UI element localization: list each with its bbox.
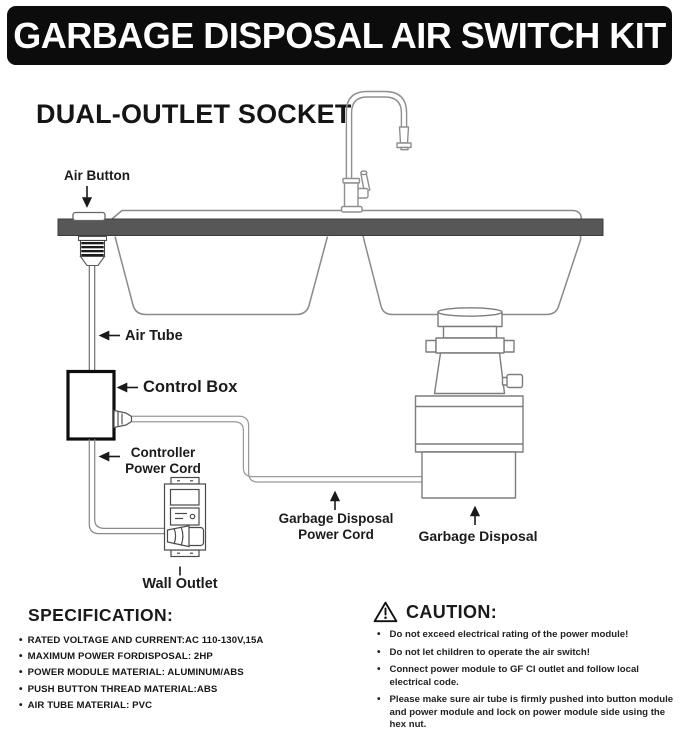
label-wall-outlet: Wall Outlet xyxy=(142,576,218,592)
bullet-icon: • xyxy=(377,664,381,676)
warning-triangle-icon xyxy=(373,601,398,623)
wall-outlet xyxy=(163,476,207,558)
specification-list: • RATED VOLTAGE AND CURRENT:AC 110-130V,1… xyxy=(16,633,352,714)
spec-item: • RATED VOLTAGE AND CURRENT:AC 110-130V,1… xyxy=(19,633,352,649)
caution-item: • Please make sure air tube is firmly pus… xyxy=(377,694,678,731)
countertop xyxy=(57,218,604,236)
left-arrow-icon xyxy=(98,330,120,341)
specification-title: SPECIFICATION: xyxy=(28,605,174,625)
label-control-box: Control Box xyxy=(143,378,238,396)
faucet xyxy=(340,90,412,213)
label-disposal-power-cord: Garbage Disposal Power Cord xyxy=(278,511,394,542)
caution-list: • Do not exceed electrical rating of the … xyxy=(356,629,678,731)
controller-power-cord xyxy=(88,439,167,535)
caution-item: • Do not let children to operate the air … xyxy=(377,647,678,659)
spec-item-text: MAXIMUM POWER FORDISPOSAL: 2HP xyxy=(27,651,213,663)
diagram-canvas xyxy=(57,90,604,576)
caution-title-row: CAUTION: xyxy=(373,601,678,623)
disposal-power-cord xyxy=(132,415,423,483)
label-controller-power-cord: Controller Power Cord xyxy=(125,445,201,476)
bullet-icon: • xyxy=(19,667,23,679)
bullet-icon: • xyxy=(377,694,381,706)
air-button-mount xyxy=(77,235,108,267)
caution-item-text: Do not let children to operate the air s… xyxy=(389,646,590,658)
label-air-button: Air Button xyxy=(64,168,130,183)
air-tube xyxy=(88,265,96,371)
spec-item-text: AIR TUBE MATERIAL: PVC xyxy=(27,699,153,711)
header-banner: GARBAGE DISPOSAL AIR SWITCH KIT xyxy=(7,6,672,65)
caution-item-text: Connect power module to GF CI outlet and… xyxy=(389,664,639,688)
caution-item-text: Do not exceed electrical rating of the p… xyxy=(389,629,629,640)
caution-title: CAUTION: xyxy=(406,601,498,622)
caution-item: • Do not exceed electrical rating of the … xyxy=(377,629,678,641)
bullet-icon: • xyxy=(19,683,23,695)
bullet-icon: • xyxy=(19,635,23,646)
annotation-arrows xyxy=(81,186,481,576)
control-box xyxy=(66,369,116,441)
threads xyxy=(81,242,104,256)
up-arrow-icon xyxy=(329,490,341,510)
spec-item: • MAXIMUM POWER FORDISPOSAL: 2HP xyxy=(19,649,352,665)
bullet-icon: • xyxy=(377,629,381,640)
label-air-tube: Air Tube xyxy=(125,328,183,344)
spec-item: • AIR TUBE MATERIAL: PVC xyxy=(19,698,352,714)
left-arrow-icon xyxy=(116,382,138,393)
up-arrow-icon xyxy=(469,505,481,525)
spec-item: • POWER MODULE MATERIAL: ALUMINUM/ABS xyxy=(19,665,352,681)
caution-item: • Connect power module to GF CI outlet an… xyxy=(377,664,678,688)
air-button xyxy=(72,211,106,222)
caution-section: CAUTION: • Do not exceed electrical ratin… xyxy=(356,601,678,731)
page: { "header": { "title": "GARBAGE DISPOSAL… xyxy=(7,6,674,730)
spec-item-text: RATED VOLTAGE AND CURRENT:AC 110-130V,15… xyxy=(27,635,264,646)
caution-item-text: Please make sure air tube is firmly push… xyxy=(389,694,674,730)
control-box-plug xyxy=(113,409,133,429)
left-arrow-icon xyxy=(98,451,120,462)
spec-item: • PUSH BUTTON THREAD MATERIAL:ABS xyxy=(19,682,352,698)
bullet-icon: • xyxy=(19,651,23,663)
spec-item-text: PUSH BUTTON THREAD MATERIAL:ABS xyxy=(27,683,218,695)
sink-outline xyxy=(111,209,583,316)
specification-section: SPECIFICATION: • RATED VOLTAGE AND CURREN… xyxy=(16,605,352,714)
bullet-icon: • xyxy=(377,646,381,658)
diagram-title: DUAL-OUTLET SOCKET xyxy=(36,99,352,129)
bullet-icon: • xyxy=(19,699,23,711)
down-arrow-icon xyxy=(81,186,93,208)
label-garbage-disposal: Garbage Disposal xyxy=(418,528,538,544)
page-title: GARBAGE DISPOSAL AIR SWITCH KIT xyxy=(13,14,666,56)
spec-item-text: POWER MODULE MATERIAL: ALUMINUM/ABS xyxy=(27,667,244,679)
garbage-disposal-unit xyxy=(414,307,524,499)
